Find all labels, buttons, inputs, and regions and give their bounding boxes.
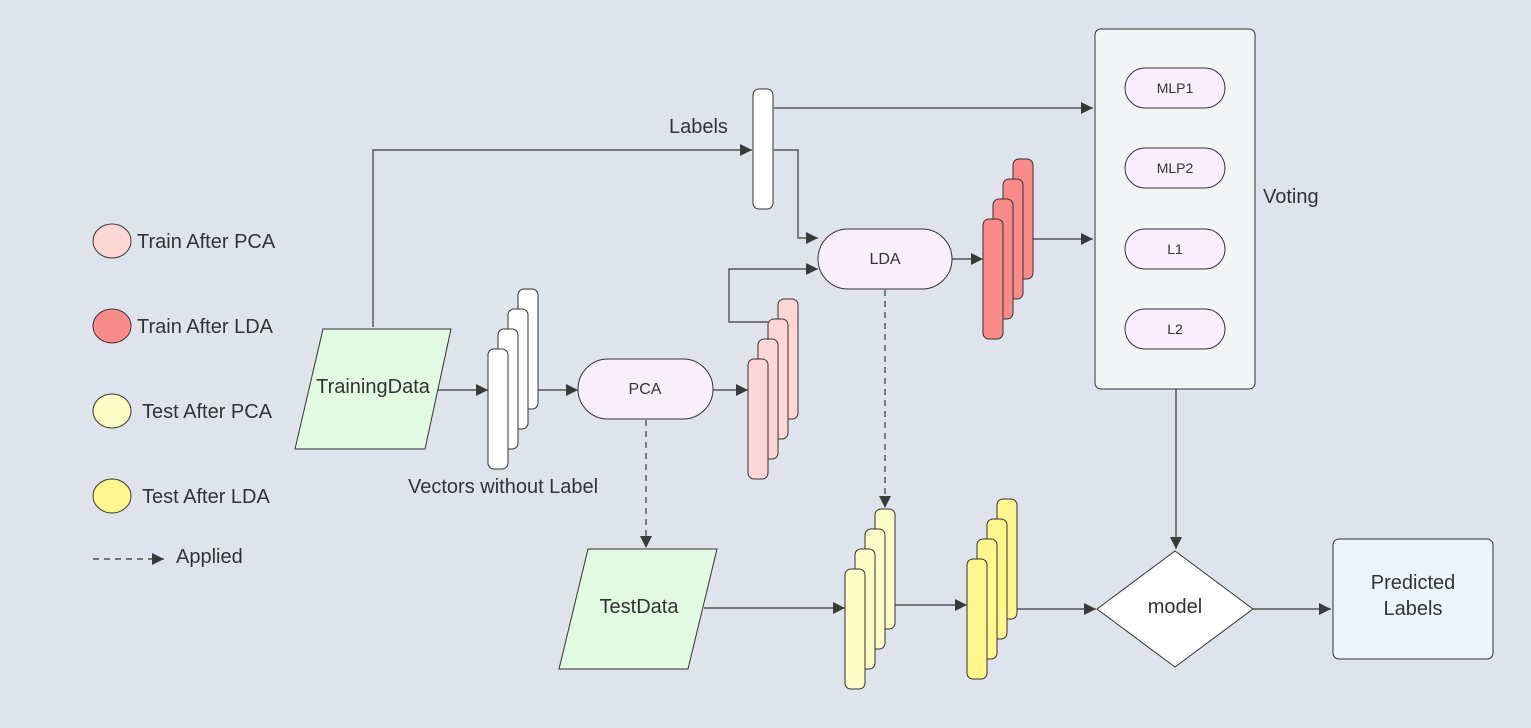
test-data-node xyxy=(558,548,718,670)
pca-label: PCA xyxy=(629,381,662,398)
legend: Train After PCA Train After LDA Test Aft… xyxy=(92,223,276,568)
test-data-label: TestData xyxy=(600,596,680,618)
legend-swatch-train-pca xyxy=(92,223,132,259)
labels-vector xyxy=(752,88,774,210)
voting-label: Voting xyxy=(1263,186,1319,208)
lda-node xyxy=(817,228,953,290)
legend-label-applied: Applied xyxy=(176,546,243,568)
vector-bar xyxy=(747,358,769,480)
train-after-lda-stack xyxy=(982,158,1034,340)
arrow-labels-to-lda xyxy=(774,149,818,244)
classifier-mlp1 xyxy=(1124,67,1226,109)
model-label: model xyxy=(1148,596,1202,618)
classifier-mlp2 xyxy=(1124,147,1226,189)
vectors-without-label-stack xyxy=(487,288,539,470)
vector-bar xyxy=(844,568,866,690)
vector-bar xyxy=(966,558,988,680)
training-data-node xyxy=(294,328,452,450)
legend-label-train-lda: Train After LDA xyxy=(137,316,274,338)
legend-label-train-pca: Train After PCA xyxy=(137,231,276,253)
legend-swatch-test-lda xyxy=(92,478,132,514)
classifier-l2 xyxy=(1124,308,1226,350)
test-after-pca-stack xyxy=(844,508,896,690)
classifier-l1-label: L1 xyxy=(1167,241,1183,257)
arrow-train-pca-to-lda xyxy=(728,263,818,323)
predicted-labels-line1: Predicted xyxy=(1371,572,1456,594)
classifier-l2-label: L2 xyxy=(1167,321,1183,337)
vector-bar xyxy=(982,218,1004,340)
lda-label: LDA xyxy=(869,251,900,268)
predicted-labels-node xyxy=(1332,538,1494,660)
legend-label-test-lda: Test After LDA xyxy=(142,486,270,508)
classifier-mlp1-label: MLP1 xyxy=(1157,80,1194,96)
arrow-training-to-labels xyxy=(372,144,752,327)
train-after-pca-stack xyxy=(747,298,799,480)
pca-node xyxy=(577,358,714,420)
vectors-without-label-caption: Vectors without Label xyxy=(408,476,598,498)
classifier-l1 xyxy=(1124,228,1226,270)
training-data-label: TrainingData xyxy=(316,376,431,398)
voting-panel xyxy=(1094,28,1256,390)
legend-label-test-pca: Test After PCA xyxy=(142,401,273,423)
model-node xyxy=(1096,550,1254,668)
vector-bar xyxy=(487,348,509,470)
classifier-mlp2-label: MLP2 xyxy=(1157,160,1194,176)
test-after-lda-stack xyxy=(966,498,1018,680)
voting-classifiers: MLP1 MLP2 L1 L2 xyxy=(1124,67,1226,350)
connectors xyxy=(372,102,1331,615)
legend-swatch-test-pca xyxy=(92,393,132,429)
predicted-labels-line2: Labels xyxy=(1384,598,1443,620)
labels-caption: Labels xyxy=(669,116,728,138)
legend-swatch-train-lda xyxy=(92,308,132,344)
